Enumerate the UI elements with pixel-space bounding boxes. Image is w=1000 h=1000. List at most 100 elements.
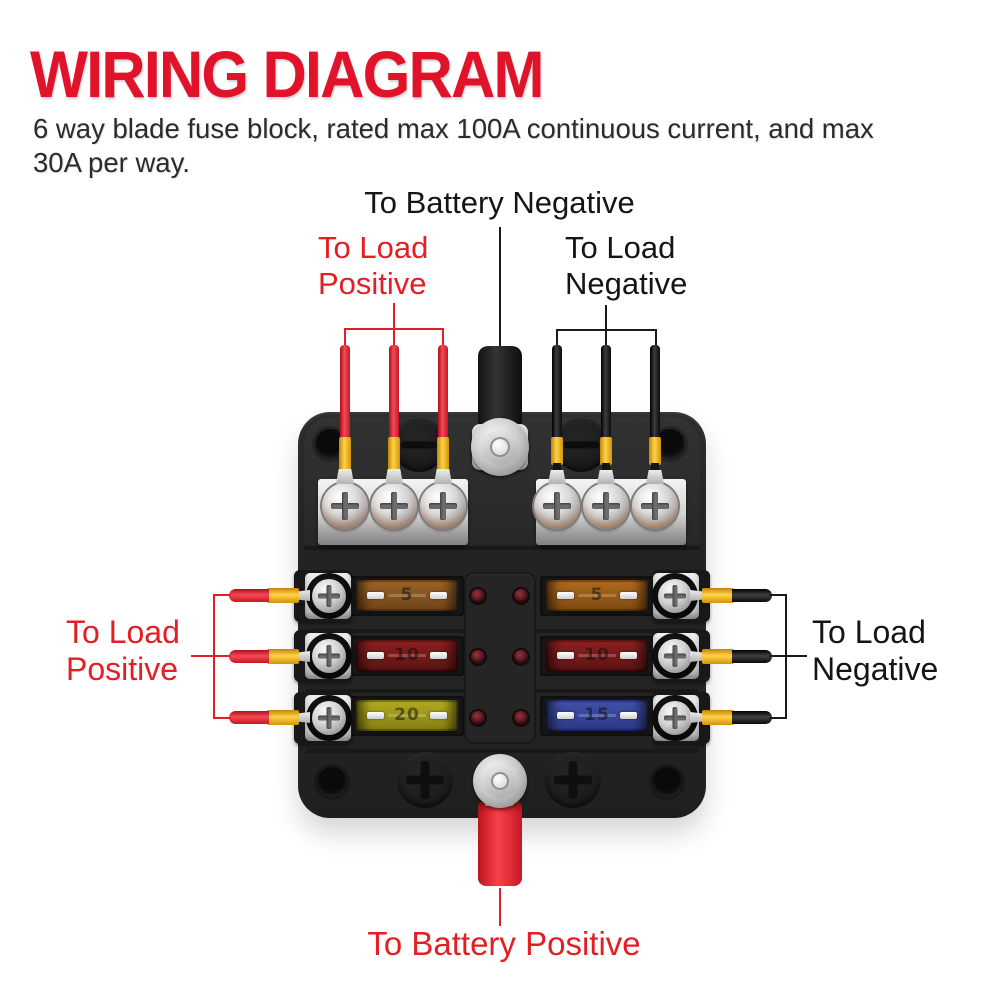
terminal-screw bbox=[658, 639, 692, 673]
load-positive-wire bbox=[438, 345, 448, 441]
terminal-screw bbox=[632, 483, 678, 529]
label-load-negative-top: To Load Negative bbox=[565, 230, 688, 301]
battery-positive-wire bbox=[478, 802, 522, 886]
stud-bolt bbox=[491, 772, 509, 790]
fuse-amp: 10 bbox=[584, 645, 610, 665]
load-positive-wire bbox=[229, 650, 269, 663]
wire-lug bbox=[690, 590, 704, 601]
bracket-tick bbox=[556, 329, 558, 346]
seam bbox=[304, 546, 700, 550]
page-title: WIRING DIAGRAM bbox=[30, 37, 545, 111]
wire-lug bbox=[385, 469, 403, 484]
wire-ferrule bbox=[388, 437, 400, 471]
led-indicator bbox=[471, 650, 485, 664]
wire-lug bbox=[690, 712, 704, 723]
wire-ferrule bbox=[702, 710, 734, 725]
terminal-screw bbox=[312, 701, 346, 735]
label-battery-positive: To Battery Positive bbox=[367, 925, 641, 962]
wire-ferrule bbox=[649, 437, 661, 465]
slot-icon bbox=[401, 441, 437, 449]
bracket-tick bbox=[769, 655, 787, 657]
bracket-tick bbox=[605, 329, 607, 346]
bracket-stem bbox=[191, 655, 213, 657]
led-indicator bbox=[514, 650, 528, 664]
load-negative-wire bbox=[732, 650, 772, 663]
fuse-left-2: 10 bbox=[356, 640, 458, 671]
slot-icon bbox=[563, 441, 599, 449]
wire-ferrule bbox=[267, 588, 299, 603]
load-positive-wire bbox=[340, 345, 350, 441]
terminal-screw bbox=[583, 483, 629, 529]
load-positive-wire bbox=[229, 589, 269, 602]
fuse-right-3: 15 bbox=[546, 700, 648, 731]
bracket-tick bbox=[655, 329, 657, 346]
load-negative-wire bbox=[552, 345, 562, 441]
label-load-negative-right: To Load Negative bbox=[812, 614, 939, 687]
wire-lug bbox=[336, 469, 354, 484]
fuse-amp: 5 bbox=[590, 585, 604, 605]
bracket-tick bbox=[213, 594, 231, 596]
wire-lug bbox=[548, 470, 566, 484]
leader-battery-negative bbox=[499, 227, 501, 347]
load-negative-wire bbox=[732, 589, 772, 602]
bracket-tick bbox=[213, 655, 231, 657]
bracket-tick bbox=[769, 717, 787, 719]
bracket-tick bbox=[393, 328, 395, 346]
wire-ferrule bbox=[551, 437, 563, 465]
load-negative-wire bbox=[650, 345, 660, 441]
fuse-amp: 10 bbox=[394, 645, 420, 665]
screw-cover-plus bbox=[397, 752, 453, 808]
wire-ferrule bbox=[702, 649, 734, 664]
terminal-screw bbox=[658, 701, 692, 735]
fuse-left-1: 5 bbox=[356, 580, 458, 611]
wire-ferrule bbox=[702, 588, 734, 603]
wire-lug bbox=[296, 651, 310, 662]
mounting-hole bbox=[317, 767, 347, 797]
mounting-hole bbox=[652, 767, 682, 797]
label-battery-negative: To Battery Negative bbox=[364, 185, 635, 220]
leader-battery-positive bbox=[499, 888, 501, 926]
bracket-stem bbox=[605, 305, 607, 331]
load-negative-wire bbox=[732, 711, 772, 724]
terminal-screw bbox=[312, 639, 346, 673]
wire-lug bbox=[597, 470, 615, 484]
fuse-amp: 15 bbox=[584, 705, 610, 725]
label-load-positive-top: To Load Positive bbox=[318, 230, 429, 301]
led-indicator bbox=[471, 589, 485, 603]
fuse-right-2: 10 bbox=[546, 640, 648, 671]
terminal-screw bbox=[534, 483, 580, 529]
load-positive-wire bbox=[229, 711, 269, 724]
wire-lug bbox=[646, 470, 664, 484]
bracket-stem bbox=[787, 655, 807, 657]
seam bbox=[306, 749, 698, 753]
label-load-positive-left: To Load Positive bbox=[66, 614, 180, 687]
bracket-tick bbox=[442, 328, 444, 346]
terminal-screw bbox=[658, 579, 692, 613]
fuse-left-3: 20 bbox=[356, 700, 458, 731]
wire-lug bbox=[434, 469, 452, 484]
wire-lug bbox=[296, 590, 310, 601]
wire-lug bbox=[690, 651, 704, 662]
subtitle-line1: 6 way blade fuse block, rated max 100A c… bbox=[33, 113, 874, 144]
terminal-screw bbox=[371, 483, 417, 529]
terminal-screw bbox=[420, 483, 466, 529]
stud-bolt bbox=[490, 437, 510, 457]
subtitle: 6 way blade fuse block, rated max 100A c… bbox=[33, 112, 953, 180]
plus-icon bbox=[420, 761, 430, 799]
wire-ferrule bbox=[437, 437, 449, 471]
terminal-screw bbox=[312, 579, 346, 613]
fuse-right-1: 5 bbox=[546, 580, 648, 611]
bracket-tick bbox=[769, 594, 787, 596]
screw-cover bbox=[554, 418, 608, 472]
wire-ferrule bbox=[267, 649, 299, 664]
led-indicator bbox=[514, 589, 528, 603]
wire-ferrule bbox=[600, 437, 612, 465]
bracket-tick bbox=[344, 328, 346, 346]
bracket-stem bbox=[393, 303, 395, 330]
screw-cover-plus bbox=[545, 752, 601, 808]
fuse-amp: 20 bbox=[394, 705, 420, 725]
terminal-screw bbox=[322, 483, 368, 529]
wire-lug bbox=[296, 712, 310, 723]
wire-ferrule bbox=[339, 437, 351, 471]
